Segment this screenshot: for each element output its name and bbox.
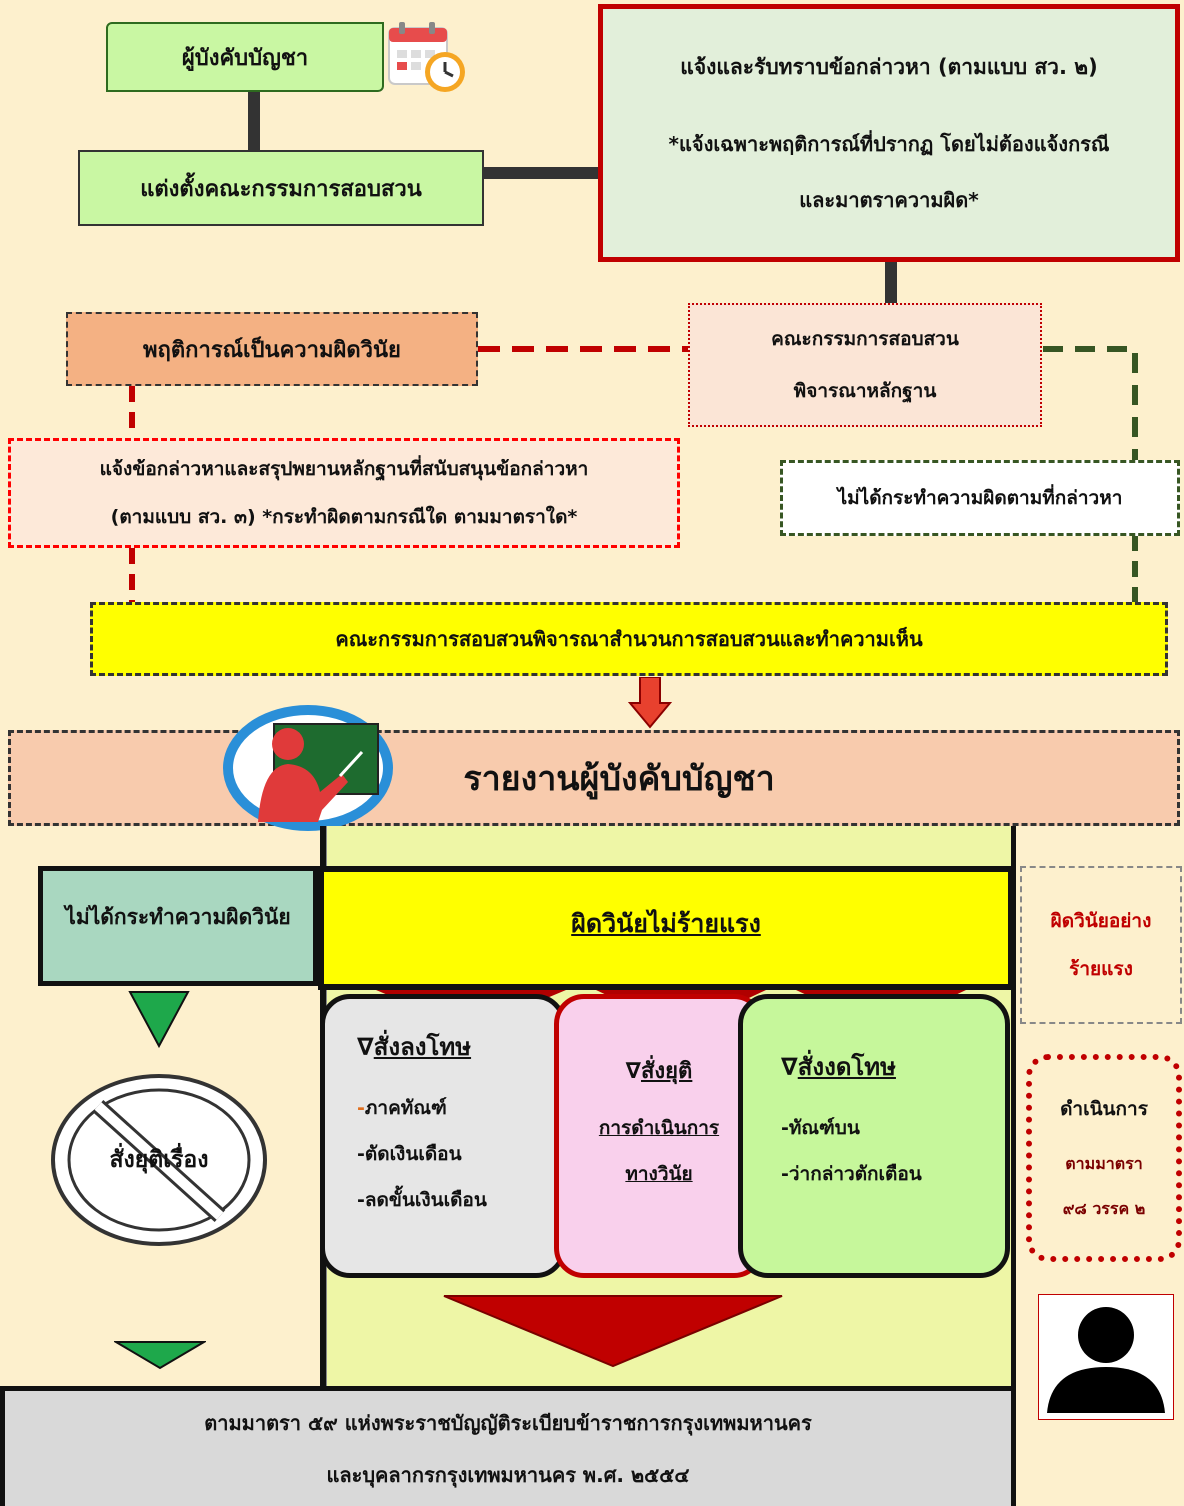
terminate-card: ∇สั่งยุติ การดำเนินการ ทางวินัย (554, 994, 764, 1278)
no-entry-icon (48, 1070, 270, 1250)
committee-opinion-box: คณะกรรมการสอบสวนพิจารณาสำนวนการสอบสวนและ… (90, 602, 1168, 676)
law-reference-box: ตามมาตรา ๕๙ แห่งพระราชบัญญัติระเบียบข้าร… (0, 1386, 1016, 1506)
proceed-line-2: ตามมาตรา (1065, 1154, 1143, 1173)
misconduct-box: พฤติการณ์เป็นความผิดวินัย (66, 312, 478, 386)
minor-box: ผิดวินัยไม่ร้ายแรง (318, 866, 1014, 990)
charge-line-2: (ตามแบบ สว. ๓) *กระทำผิดตามกรณีใด ตามมาต… (110, 506, 578, 528)
calendar-clock-icon (385, 18, 469, 98)
terminate-mark: ∇ (625, 1059, 641, 1084)
frame-line-right (1010, 826, 1016, 1506)
consider-evidence-box: คณะกรรมการสอบสวน พิจารณาหลักฐาน (688, 303, 1042, 427)
appoint-committee-box: แต่งตั้งคณะกรรมการสอบสวน (78, 150, 484, 226)
punish-item-1-text: ภาคทัณฑ์ (364, 1097, 447, 1119)
punish-item-2: -ตัดเงินเดือน (357, 1143, 462, 1165)
stop-case-text: สั่งยุติเรื่อง (109, 1147, 209, 1173)
commander-label: ผู้บังคับบัญชา (181, 45, 309, 71)
exempt-item-1: -ทัณฑ์บน (781, 1117, 860, 1139)
exempt-mark: ∇ (781, 1053, 798, 1081)
terminate-line-3: ทางวินัย (625, 1163, 693, 1185)
teacher-icon (222, 702, 394, 832)
not-disciplinary-box: ไม่ได้กระทำความผิดวินัย (38, 866, 318, 986)
exempt-item-2: -ว่ากล่าวตักเตือน (781, 1163, 922, 1185)
law-line-2: และบุคลากรกรุงเทพมหานคร พ.ศ. ๒๕๕๔ (326, 1462, 690, 1487)
stop-case-label: สั่งยุติเรื่อง (48, 1140, 270, 1180)
serious-line-1: ผิดวินัยอย่าง (1050, 910, 1152, 932)
committee-opinion-label: คณะกรรมการสอบสวนพิจารณาสำนวนการสอบสวนและ… (335, 627, 923, 651)
terminate-line-2: การดำเนินการ (598, 1117, 720, 1139)
misconduct-label: พฤติการณ์เป็นความผิดวินัย (143, 337, 401, 363)
serious-box: ผิดวินัยอย่าง ร้ายแรง (1020, 866, 1182, 1024)
serious-line-2: ร้ายแรง (1069, 958, 1133, 980)
notify-note-2: และมาตราความผิด* (799, 187, 979, 212)
proceed-line-3: ๙๘ วรรค ๒ (1062, 1199, 1146, 1218)
punish-title: สั่งลงโทษ (373, 1033, 472, 1061)
commander-box: ผู้บังคับบัญชา (106, 22, 384, 92)
not-disciplinary-label: ไม่ได้กระทำความผิดวินัย (65, 905, 291, 929)
green-triangle-icon (128, 990, 190, 1048)
punish-card: ∇สั่งลงโทษ -ภาคทัณฑ์ -ตัดเงินเดือน -ลดขั… (320, 994, 566, 1278)
punish-item-1-dash: - (357, 1097, 365, 1119)
minor-label: ผิดวินัยไม่ร้ายแรง (571, 909, 761, 938)
charge-summary-box: แจ้งข้อกล่าวหาและสรุปพยานหลักฐานที่สนับส… (8, 438, 680, 548)
green-small-triangle-icon (114, 1340, 206, 1370)
notify-title: แจ้งและรับทราบข้อกล่าวหา (ตามแบบ สว. ๒) (680, 54, 1098, 79)
punish-mark: ∇ (357, 1033, 374, 1061)
terminate-title: สั่งยุติ (640, 1059, 693, 1084)
notify-note-1: *แจ้งเฉพาะพฤติการณ์ที่ปรากฏ โดยไม่ต้องแจ… (668, 131, 1110, 156)
charge-line-1: แจ้งข้อกล่าวหาและสรุปพยานหลักฐานที่สนับส… (99, 458, 589, 480)
exempt-title: สั่งงดโทษ (797, 1053, 896, 1081)
exempt-card: ∇สั่งงดโทษ -ทัณฑ์บน -ว่ากล่าวตักเตือน (738, 994, 1010, 1278)
consider-line-1: คณะกรรมการสอบสวน (771, 328, 959, 350)
report-box: รายงานผู้บังคับบัญชา (8, 730, 1180, 826)
down-arrow-icon (628, 677, 672, 729)
result-arrow-icon (440, 1292, 786, 1370)
punish-item-3: -ลดขั้นเงินเดือน (357, 1189, 487, 1211)
proceed-line-1: ดำเนินการ (1060, 1098, 1148, 1120)
law-line-1: ตามมาตรา ๕๙ แห่งพระราชบัญญัติระเบียบข้าร… (204, 1410, 812, 1435)
no-fault-box: ไม่ได้กระทำความผิดตามที่กล่าวหา (780, 460, 1180, 536)
consider-line-2: พิจารณาหลักฐาน (793, 380, 937, 402)
appoint-label: แต่งตั้งคณะกรรมการสอบสวน (140, 176, 422, 202)
report-label: รายงานผู้บังคับบัญชา (463, 759, 775, 799)
notify-charge-box: แจ้งและรับทราบข้อกล่าวหา (ตามแบบ สว. ๒) … (598, 4, 1180, 262)
punish-item-1: -ภาคทัณฑ์ (357, 1085, 487, 1131)
person-silhouette-icon (1038, 1294, 1174, 1420)
proceed-box: ดำเนินการ ตามมาตรา ๙๘ วรรค ๒ (1026, 1054, 1182, 1262)
no-fault-label: ไม่ได้กระทำความผิดตามที่กล่าวหา (837, 487, 1123, 509)
